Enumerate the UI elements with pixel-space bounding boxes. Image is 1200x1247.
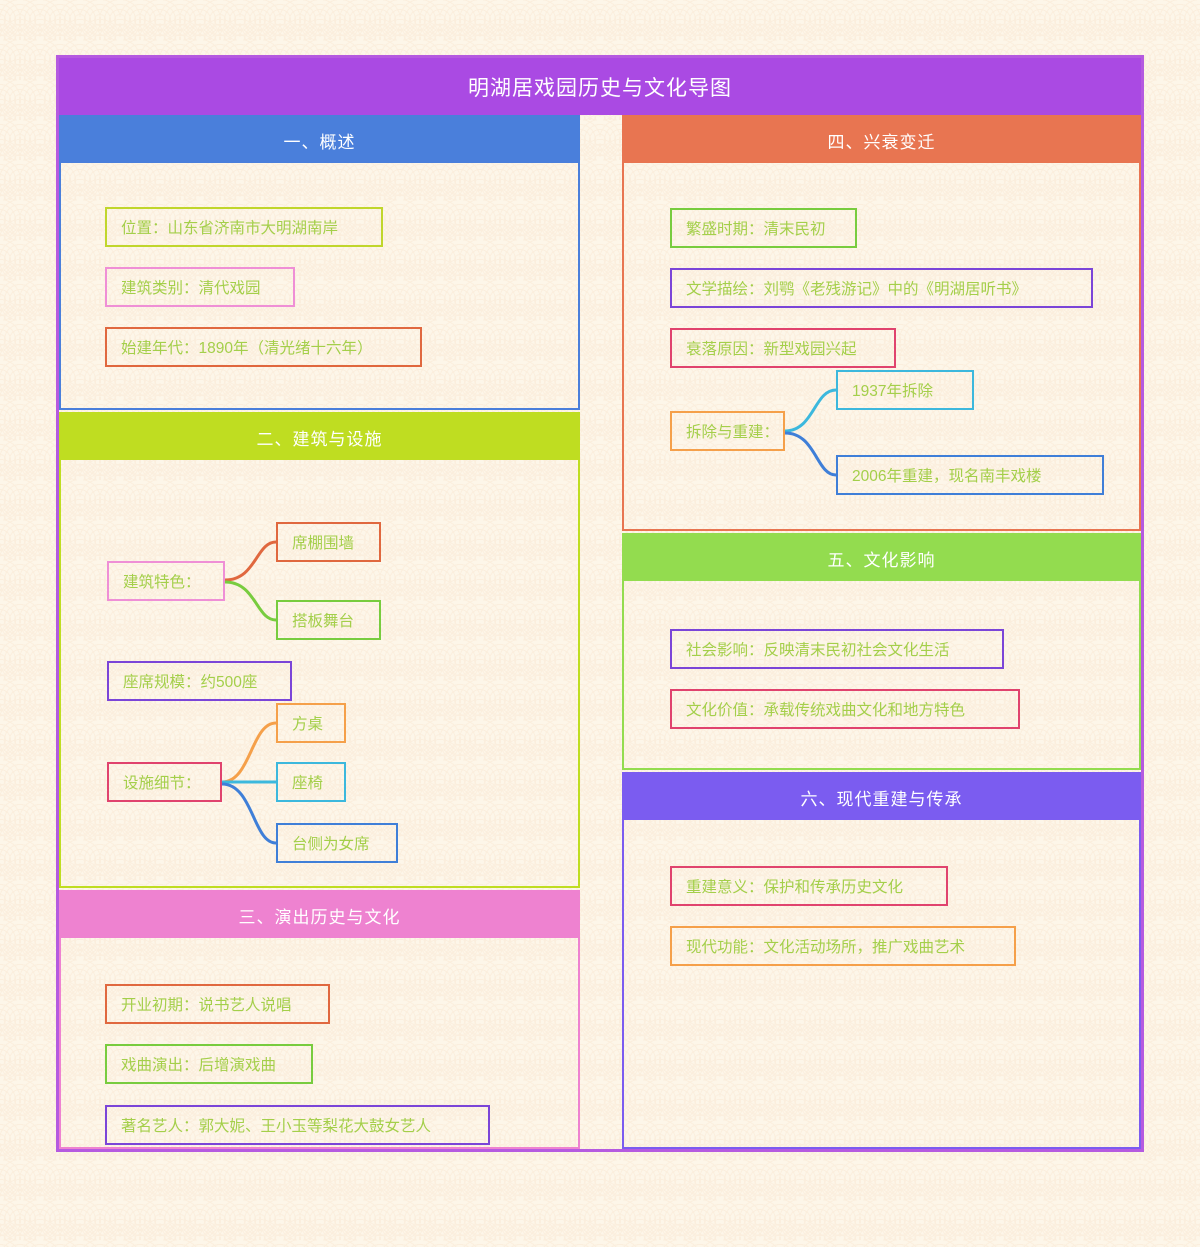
node-demolished-1937[interactable]: 1937年拆除	[836, 370, 974, 410]
section-body-cultural-impact: 社会影响：反映清末民初社会文化生活 文化价值：承载传统戏曲文化和地方特色	[624, 581, 1139, 768]
node-opera-performance[interactable]: 戏曲演出：后增演戏曲	[105, 1044, 313, 1084]
node-decline-reason[interactable]: 衰落原因：新型戏园兴起	[670, 328, 896, 368]
node-build-year[interactable]: 始建年代：1890年（清光绪十六年）	[105, 327, 422, 367]
node-social-impact[interactable]: 社会影响：反映清末民初社会文化生活	[670, 629, 1004, 669]
section-header-rise-fall: 四、兴衰变迁	[624, 117, 1139, 163]
node-seat-chair[interactable]: 座椅	[276, 762, 346, 802]
section-performance: 三、演出历史与文化 开业初期：说书艺人说唱 戏曲演出：后增演戏曲 著名艺人：郭大…	[59, 890, 580, 1149]
node-mat-shed-wall[interactable]: 席棚围墙	[276, 522, 381, 562]
page-title: 明湖居戏园历史与文化导图	[59, 58, 1141, 115]
node-plank-stage[interactable]: 搭板舞台	[276, 600, 381, 640]
node-literary-depiction[interactable]: 文学描绘：刘鹗《老残游记》中的《明湖居听书》	[670, 268, 1093, 308]
section-architecture: 二、建筑与设施 建筑特色： 席棚围墙 搭板舞台 座席规模：约500座 设施细节：…	[59, 412, 580, 888]
node-seating-capacity[interactable]: 座席规模：约500座	[107, 661, 292, 701]
section-header-architecture: 二、建筑与设施	[61, 414, 578, 460]
section-header-cultural-impact: 五、文化影响	[624, 535, 1139, 581]
node-rebuild-significance[interactable]: 重建意义：保护和传承历史文化	[670, 866, 948, 906]
node-peak-period[interactable]: 繁盛时期：清末民初	[670, 208, 857, 248]
section-header-overview: 一、概述	[61, 117, 578, 163]
node-demolition-rebuild[interactable]: 拆除与重建：	[670, 411, 785, 451]
section-body-rise-fall: 繁盛时期：清末民初 文学描绘：刘鹗《老残游记》中的《明湖居听书》 衰落原因：新型…	[624, 163, 1139, 529]
section-body-performance: 开业初期：说书艺人说唱 戏曲演出：后增演戏曲 著名艺人：郭大妮、王小玉等梨花大鼓…	[61, 938, 578, 1147]
section-rise-fall: 四、兴衰变迁 繁盛时期：清末民初 文学描绘：刘鹗《老残游记》中的《明湖居听书》 …	[622, 115, 1141, 531]
left-column: 一、概述 位置：山东省济南市大明湖南岸 建筑类别：清代戏园 始建年代：1890年…	[59, 115, 580, 1149]
mindmap-frame	[56, 55, 1144, 1152]
node-early-period[interactable]: 开业初期：说书艺人说唱	[105, 984, 330, 1024]
node-building-type[interactable]: 建筑类别：清代戏园	[105, 267, 295, 307]
right-column: 四、兴衰变迁 繁盛时期：清末民初 文学描绘：刘鹗《老残游记》中的《明湖居听书》 …	[622, 115, 1141, 1149]
node-square-table[interactable]: 方桌	[276, 703, 346, 743]
node-building-features[interactable]: 建筑特色：	[107, 561, 225, 601]
section-cultural-impact: 五、文化影响 社会影响：反映清末民初社会文化生活 文化价值：承载传统戏曲文化和地…	[622, 533, 1141, 770]
section-body-overview: 位置：山东省济南市大明湖南岸 建筑类别：清代戏园 始建年代：1890年（清光绪十…	[61, 163, 578, 408]
section-modern-rebuild: 六、现代重建与传承 重建意义：保护和传承历史文化 现代功能：文化活动场所，推广戏…	[622, 772, 1141, 1149]
node-female-side-seats[interactable]: 台侧为女席	[276, 823, 398, 863]
node-rebuilt-2006[interactable]: 2006年重建，现名南丰戏楼	[836, 455, 1104, 495]
node-famous-artists[interactable]: 著名艺人：郭大妮、王小玉等梨花大鼓女艺人	[105, 1105, 490, 1145]
node-cultural-value[interactable]: 文化价值：承载传统戏曲文化和地方特色	[670, 689, 1020, 729]
node-facility-details[interactable]: 设施细节：	[107, 762, 222, 802]
section-body-modern-rebuild: 重建意义：保护和传承历史文化 现代功能：文化活动场所，推广戏曲艺术	[624, 820, 1139, 1147]
section-overview: 一、概述 位置：山东省济南市大明湖南岸 建筑类别：清代戏园 始建年代：1890年…	[59, 115, 580, 410]
section-body-architecture: 建筑特色： 席棚围墙 搭板舞台 座席规模：约500座 设施细节： 方桌 座椅 台…	[61, 460, 578, 886]
section-header-modern-rebuild: 六、现代重建与传承	[624, 774, 1139, 820]
node-modern-function[interactable]: 现代功能：文化活动场所，推广戏曲艺术	[670, 926, 1016, 966]
section-header-performance: 三、演出历史与文化	[61, 892, 578, 938]
node-location[interactable]: 位置：山东省济南市大明湖南岸	[105, 207, 383, 247]
